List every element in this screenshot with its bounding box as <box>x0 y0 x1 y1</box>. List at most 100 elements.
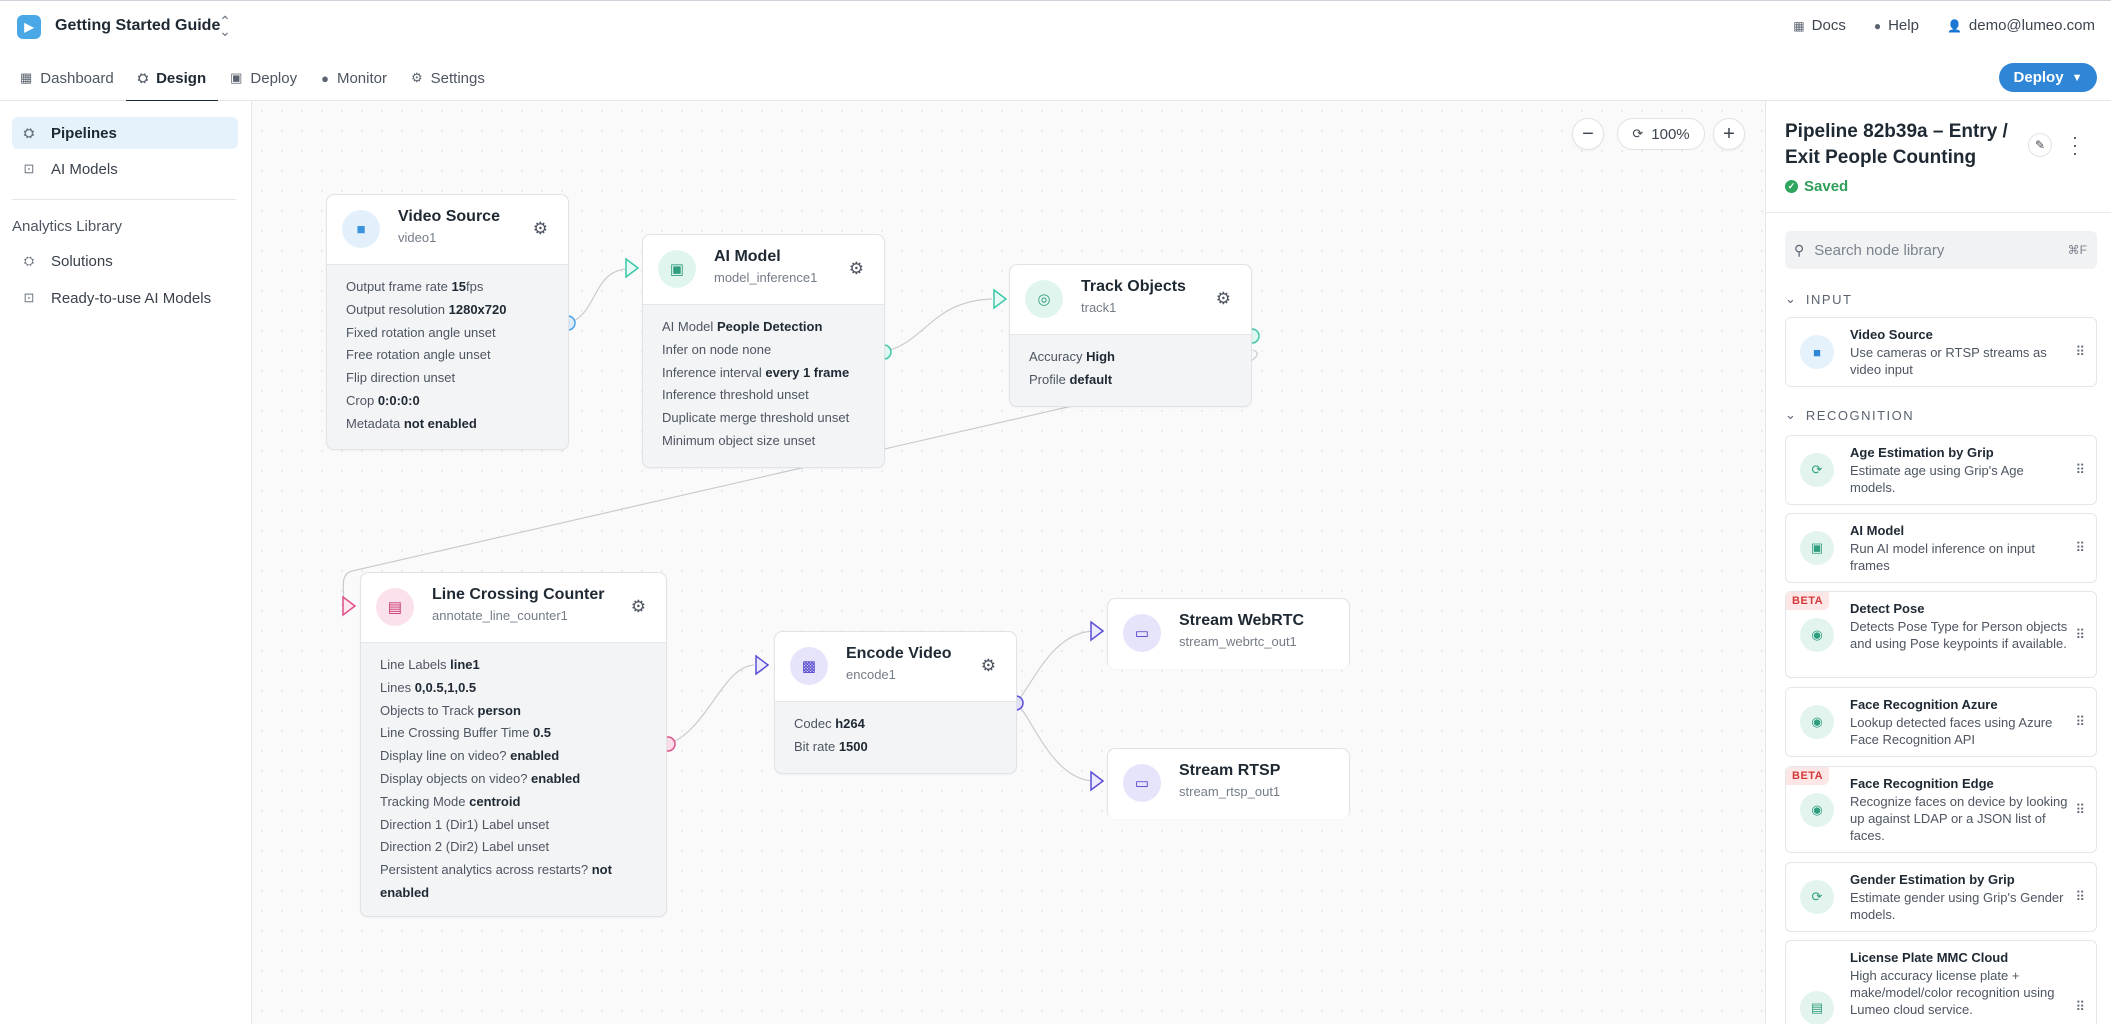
section-header-input[interactable]: ⌄ INPUT <box>1785 291 1852 307</box>
gear-icon[interactable]: ⚙ <box>532 219 548 238</box>
node-properties: Codec h264 Bit rate 1500 <box>775 702 1016 769</box>
node-property: Minimum object size unset <box>662 432 816 448</box>
library-card-face-recognition-edge[interactable]: BETA ◉ Face Recognition Edge Recognize f… <box>1785 766 2097 853</box>
eye-icon: ◉ <box>1800 705 1834 739</box>
sidebar-item-ai-models[interactable]: ⊡ AI Models <box>12 153 238 185</box>
zoom-reset-button[interactable]: ⟳ 100% <box>1617 118 1705 150</box>
section-title: INPUT <box>1805 291 1853 307</box>
clipboard-icon: ▤ <box>1800 991 1834 1024</box>
port-encode-in <box>755 654 770 676</box>
node-id: model_inference1 <box>714 270 818 285</box>
beta-badge: BETA <box>1786 767 1830 785</box>
node-stream-webrtc[interactable]: ▭ Stream WebRTC stream_webrtc_out1 <box>1107 598 1350 669</box>
help-link[interactable]: ● Help <box>1874 17 1919 34</box>
chevron-up-down-icon[interactable]: ⌃⌄ <box>219 13 231 39</box>
library-card-license-plate-mmc-cloud[interactable]: ▤ License Plate MMC Cloud High accuracy … <box>1785 940 2097 1024</box>
tab-settings[interactable]: ⚙ Settings <box>399 55 497 101</box>
dashboard-icon: ▦ <box>20 70 33 85</box>
project-name[interactable]: Getting Started Guide <box>55 17 221 34</box>
library-card-ai-model[interactable]: ▣ AI Model Run AI model inference on inp… <box>1785 513 2097 583</box>
compass-icon: ◎ <box>1025 280 1063 318</box>
zoom-in-button[interactable]: + <box>1713 118 1745 150</box>
drag-handle-icon[interactable]: ⠿ <box>2075 344 2084 359</box>
zoom-level: 100% <box>1651 125 1690 143</box>
node-search-input[interactable]: ⚲ Search node library ⌘F <box>1785 231 2097 269</box>
user-menu[interactable]: 👤 demo@lumeo.com <box>1947 17 2095 34</box>
node-stream-rtsp[interactable]: ▭ Stream RTSP stream_rtsp_out1 <box>1107 748 1350 819</box>
node-property: Direction 2 (Dir2) Label unset <box>380 839 550 855</box>
search-icon: ⚲ <box>1794 241 1805 258</box>
help-icon: ● <box>1873 18 1882 33</box>
node-id: stream_webrtc_out1 <box>1179 634 1297 649</box>
tab-monitor[interactable]: ● Monitor <box>309 55 399 101</box>
node-id: video1 <box>398 230 437 245</box>
node-property: Output resolution 1280x720 <box>346 301 507 317</box>
node-property: Line Labels line1 <box>380 657 480 672</box>
drag-handle-icon[interactable]: ⠿ <box>2075 999 2084 1014</box>
gear-icon[interactable]: ⚙ <box>1215 289 1231 308</box>
node-encode-video[interactable]: ▩ Encode Video encode1 ⚙ Codec h264 Bit … <box>774 631 1017 774</box>
drag-handle-icon[interactable]: ⠿ <box>2075 462 2084 477</box>
sidebar-item-ready-to-use-ai-models[interactable]: ⊡ Ready-to-use AI Models <box>12 282 238 314</box>
refresh-icon: ⟳ <box>1800 453 1834 487</box>
section-header-recognition[interactable]: ⌄ RECOGNITION <box>1785 407 1914 423</box>
user-icon: 👤 <box>1946 18 1962 33</box>
node-property: Persistent analytics across restarts? no… <box>380 862 612 900</box>
pipeline-canvas[interactable]: − ⟳ 100% + ■ Video Source video1 ⚙ Outpu… <box>252 101 1765 1024</box>
node-title: AI Model <box>714 248 781 265</box>
node-title: Track Objects <box>1081 278 1186 295</box>
sidebar-item-solutions[interactable]: ⛭ Solutions <box>12 245 238 277</box>
library-card-detect-pose[interactable]: BETA ◉ Detect Pose Detects Pose Type for… <box>1785 591 2097 678</box>
help-label: Help <box>1888 17 1919 34</box>
ai-models-icon: ⊡ <box>23 161 35 176</box>
gear-icon[interactable]: ⚙ <box>630 597 646 616</box>
docs-icon: ▦ <box>1793 18 1805 33</box>
pipelines-icon: ⛭ <box>23 125 35 140</box>
node-header: ■ Video Source video1 ⚙ <box>327 195 568 265</box>
save-status: ✓ Saved <box>1785 178 1848 195</box>
tab-deploy[interactable]: ▣ Deploy <box>218 55 309 101</box>
node-line-crossing-counter[interactable]: ▤ Line Crossing Counter annotate_line_co… <box>360 572 667 917</box>
deploy-button[interactable]: Deploy ▼ <box>1999 63 2097 92</box>
search-placeholder: Search node library <box>1814 241 1945 259</box>
drag-handle-icon[interactable]: ⠿ <box>2075 802 2084 817</box>
sidebar-item-label: AI Models <box>51 160 118 178</box>
drag-handle-icon[interactable]: ⠿ <box>2075 889 2084 904</box>
edit-pencil-icon[interactable]: ✎ <box>2028 133 2052 157</box>
drag-handle-icon[interactable]: ⠿ <box>2075 540 2084 555</box>
gear-icon[interactable]: ⚙ <box>980 656 996 675</box>
analytics-library-heading: Analytics Library <box>12 218 123 235</box>
chevron-down-icon: ⌄ <box>1785 291 1796 306</box>
zoom-out-button[interactable]: − <box>1572 118 1604 150</box>
connection-encode-webrtc <box>1015 630 1096 704</box>
drag-handle-icon[interactable]: ⠿ <box>2075 627 2084 642</box>
library-card-video-source[interactable]: ■ Video Source Use cameras or RTSP strea… <box>1785 317 2097 387</box>
solutions-icon: ⛭ <box>23 253 35 268</box>
user-email: demo@lumeo.com <box>1968 17 2095 34</box>
drag-handle-icon[interactable]: ⠿ <box>2075 714 2084 729</box>
node-header: ▣ AI Model model_inference1 ⚙ <box>643 235 884 305</box>
sidebar-item-pipelines[interactable]: ⛭ Pipelines <box>12 117 238 149</box>
tab-design[interactable]: ⛭ Design <box>125 55 219 102</box>
chevron-down-icon: ▼ <box>2071 71 2083 84</box>
eye-icon: ◉ <box>1800 618 1834 652</box>
card-title: Detect Pose <box>1850 601 1925 616</box>
node-video-source[interactable]: ■ Video Source video1 ⚙ Output frame rat… <box>326 194 569 450</box>
node-id: stream_rtsp_out1 <box>1179 784 1281 799</box>
docs-link[interactable]: ▦ Docs <box>1793 17 1846 34</box>
library-card-gender-estimation[interactable]: ⟳ Gender Estimation by Grip Estimate gen… <box>1785 862 2097 932</box>
node-id: annotate_line_counter1 <box>432 608 568 623</box>
node-properties: AI Model People Detection Infer on node … <box>643 305 884 463</box>
library-card-age-estimation[interactable]: ⟳ Age Estimation by Grip Estimate age us… <box>1785 435 2097 505</box>
node-header: ▭ Stream RTSP stream_rtsp_out1 <box>1108 749 1349 819</box>
app-logo-icon[interactable]: ▶ <box>17 15 41 39</box>
top-links: ▦ Docs ● Help 👤 demo@lumeo.com <box>1793 17 2095 34</box>
tab-dashboard-label: Dashboard <box>40 69 114 87</box>
node-track-objects[interactable]: ◎ Track Objects track1 ⚙ Accuracy High P… <box>1009 264 1252 407</box>
tab-dashboard[interactable]: ▦ Dashboard <box>20 55 126 101</box>
node-ai-model[interactable]: ▣ AI Model model_inference1 ⚙ AI Model P… <box>642 234 885 468</box>
monitor-icon: ● <box>321 70 329 86</box>
library-card-face-recognition-azure[interactable]: ◉ Face Recognition Azure Lookup detected… <box>1785 687 2097 757</box>
more-vertical-icon[interactable]: ··· <box>2072 127 2078 163</box>
gear-icon[interactable]: ⚙ <box>848 259 864 278</box>
